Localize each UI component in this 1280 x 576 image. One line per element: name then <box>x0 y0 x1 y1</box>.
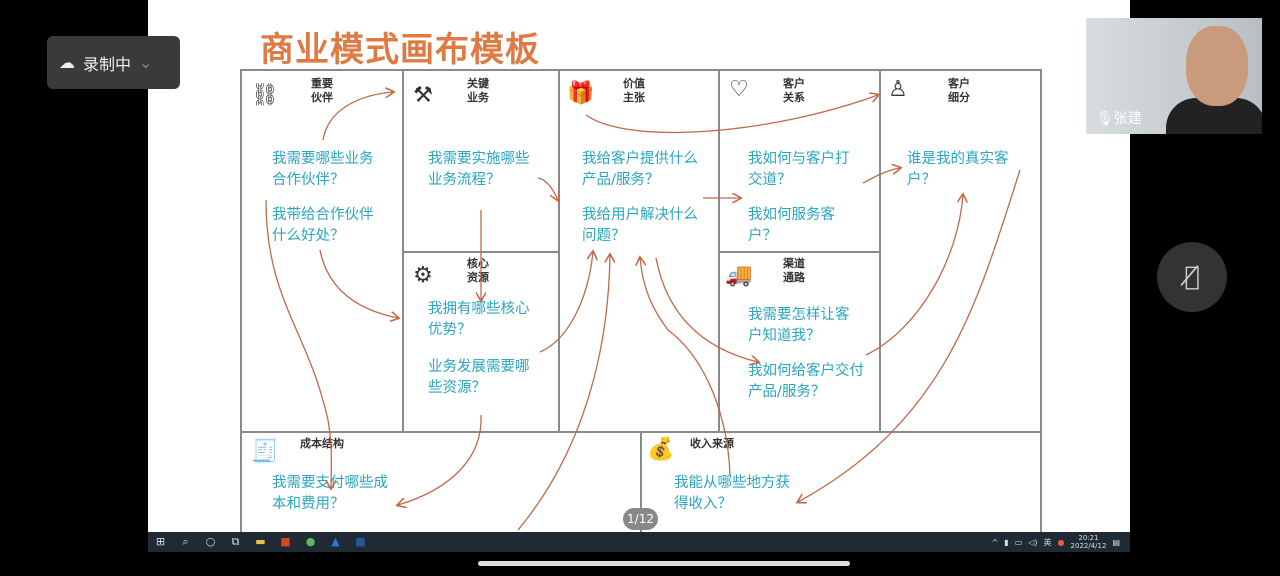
person-face <box>1186 26 1248 106</box>
cell-relationships: ♡ 客户 关系 我如何与客户打交道？ 我如何服务客户？ <box>718 71 881 253</box>
powerpoint-icon[interactable]: ■ <box>280 535 291 548</box>
mic-off-icon: 🎙̸ <box>1184 262 1200 292</box>
question: 我如何服务客户？ <box>748 207 835 244</box>
question: 我如何与客户打交道？ <box>748 151 850 188</box>
page-indicator: 1/12 <box>623 508 658 530</box>
network-icon[interactable]: ▭ <box>1014 537 1023 547</box>
cell-costs: 🧾 成本结构 我需要支付哪些成本和费用？ <box>242 431 642 534</box>
cortana-icon[interactable]: ○ <box>205 535 216 548</box>
mic-icon: 🎙 <box>1096 111 1114 127</box>
time: 20:21 <box>1078 534 1099 542</box>
business-model-canvas: ⛓ 重要 伙伴 我需要哪些业务合作伙伴？ 我带给合作伙伴什么好处？ ⚒ 关键 业… <box>240 69 1042 534</box>
question: 我给客户提供什么产品/服务？ <box>582 151 698 188</box>
label-channels: 渠道 通路 <box>783 257 805 284</box>
label-revenue: 收入来源 <box>690 437 734 450</box>
question: 我带给合作伙伴什么好处？ <box>272 207 374 244</box>
task-view-icon[interactable]: ⧉ <box>231 535 240 548</box>
label-costs: 成本结构 <box>300 437 344 450</box>
chain-link-icon: ⛓ <box>251 83 279 108</box>
search-icon[interactable]: ⌕ <box>182 535 189 548</box>
label-partners: 重要 伙伴 <box>311 77 333 104</box>
cell-value: 🎁 价值 主张 我给客户提供什么产品/服务？ 我给用户解决什么问题？ <box>558 71 720 433</box>
windows-start-icon[interactable]: ⊞ <box>155 535 166 548</box>
worker-icon: ⚒ <box>413 83 433 108</box>
notification-icon[interactable]: ▤ <box>1112 537 1120 547</box>
cloud-icon: ☁ <box>59 53 75 72</box>
volume-icon[interactable]: ◁) <box>1028 537 1038 547</box>
slide-title: 商业模式画布模板 <box>260 30 540 70</box>
blue-app-icon[interactable]: ▲ <box>331 535 340 548</box>
shared-slide: 商业模式画布模板 ⛓ 重要 伙伴 我需要哪些业务合作伙伴？ 我带给合作伙伴什么好… <box>148 0 1130 534</box>
question: 我能从哪些地方获得收入？ <box>674 475 790 512</box>
question: 我需要哪些业务合作伙伴？ <box>272 151 374 188</box>
file-explorer-icon[interactable]: ▬ <box>255 535 266 548</box>
label-resources: 核心 资源 <box>467 257 489 284</box>
date: 2022/4/12 <box>1070 542 1107 550</box>
ime-indicator[interactable]: 英 <box>1043 537 1052 547</box>
label-value: 价值 主张 <box>623 77 645 104</box>
label-activities: 关键 业务 <box>467 77 489 104</box>
recording-indicator[interactable]: ☁ 录制中 ⌄ <box>47 36 180 89</box>
question: 我给用户解决什么问题？ <box>582 207 698 244</box>
question: 我需要实施哪些业务流程？ <box>428 151 530 188</box>
chevron-up-icon[interactable]: ^ <box>991 537 999 547</box>
question: 我如何给客户交付产品/服务？ <box>748 363 864 400</box>
receipt-icon: 🧾 <box>251 439 279 464</box>
battery-icon[interactable]: ▮ <box>1004 537 1009 547</box>
heart-icon: ♡ <box>729 77 749 102</box>
cell-activities: ⚒ 关键 业务 我需要实施哪些业务流程？ <box>402 71 560 253</box>
cell-revenue: 💰 收入来源 我能从哪些地方获得收入？ <box>640 431 1042 534</box>
truck-icon: 🚚 <box>725 263 753 288</box>
cell-channels: 🚚 渠道 通路 我需要怎样让客户知道我？ 我如何给客户交付产品/服务？ <box>718 251 881 433</box>
cell-partners: ⛓ 重要 伙伴 我需要哪些业务合作伙伴？ 我带给合作伙伴什么好处？ <box>242 71 404 433</box>
participant-name-text: 张建 <box>1113 111 1142 127</box>
question: 我拥有哪些核心优势？ <box>428 301 530 338</box>
green-app-icon[interactable]: ● <box>305 535 316 548</box>
label-segments: 客户 细分 <box>948 77 970 104</box>
mute-microphone-button[interactable]: 🎙̸ <box>1157 242 1227 312</box>
recording-label: 录制中 <box>83 54 132 74</box>
question: 业务发展需要哪些资源？ <box>428 359 530 396</box>
cash-register-icon: 💰 <box>647 437 675 462</box>
cell-segments: ♙ 客户 细分 谁是我的真实客户？ <box>879 71 1042 433</box>
question: 我需要支付哪些成本和费用？ <box>272 475 388 512</box>
question: 我需要怎样让客户知道我？ <box>748 307 850 344</box>
home-indicator[interactable] <box>478 561 850 566</box>
chevron-down-icon: ⌄ <box>139 53 153 72</box>
resources-icon: ⚙ <box>413 263 433 288</box>
app-tray-icon[interactable]: ● <box>1057 537 1065 547</box>
cell-resources: ⚙ 核心 资源 我拥有哪些核心优势？ 业务发展需要哪些资源？ <box>402 251 560 433</box>
label-relationships: 客户 关系 <box>783 77 805 104</box>
question: 谁是我的真实客户？ <box>907 151 1009 188</box>
participant-name: 🎙张建 <box>1096 108 1142 128</box>
participant-video[interactable]: 🎙张建 <box>1086 18 1262 134</box>
word-icon[interactable]: ■ <box>355 535 366 548</box>
person-icon: ♙ <box>888 77 908 102</box>
gift-icon: 🎁 <box>567 81 595 106</box>
